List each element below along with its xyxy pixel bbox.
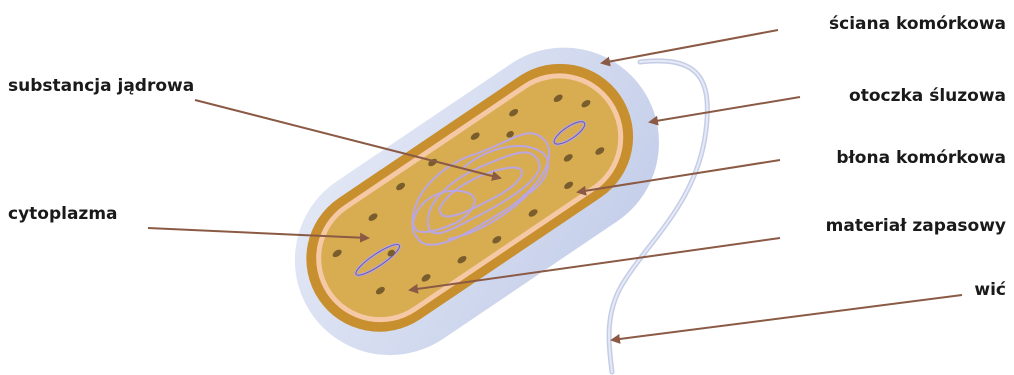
leader-flagellum xyxy=(612,295,962,340)
leader-capsule xyxy=(650,97,800,122)
label-nucleoid: substancja jądrowa xyxy=(8,76,194,96)
label-capsule: otoczka śluzowa xyxy=(849,86,1006,106)
label-storage: materiał zapasowy xyxy=(826,216,1006,236)
leader-cell-wall xyxy=(602,30,778,63)
label-cytoplasm: cytoplazma xyxy=(8,204,118,224)
label-cell-membrane: błona komórkowa xyxy=(836,148,1006,168)
label-cell-wall: ściana komórkowa xyxy=(829,14,1006,34)
label-flagellum: wić xyxy=(974,280,1006,300)
